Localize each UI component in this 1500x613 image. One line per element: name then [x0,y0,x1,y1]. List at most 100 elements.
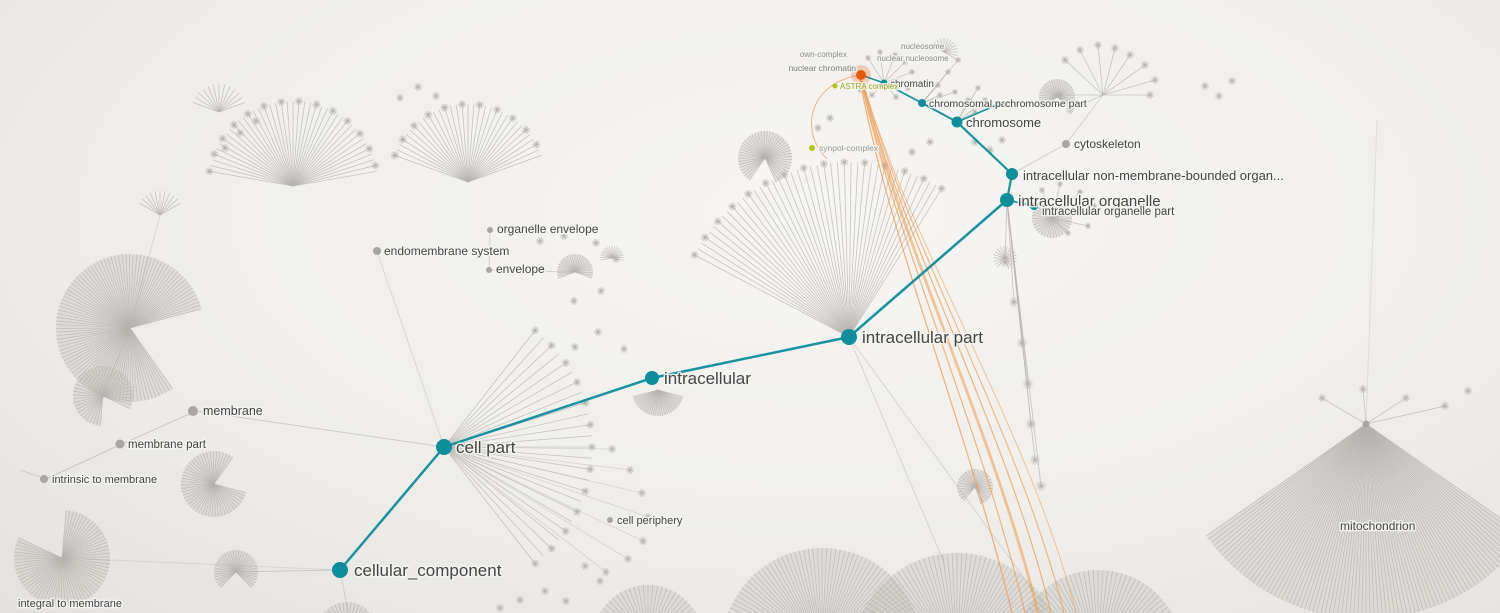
leaf-star [893,94,899,100]
node-label-chromosomal-part: chromosomal part [929,98,1013,110]
leaf-star [236,129,244,137]
highlight-path-curve [859,79,1013,613]
graph-edge [488,269,576,273]
leaf-star [919,174,928,183]
leaf-star [602,568,610,576]
graph-node-intracellular-organelle[interactable] [1000,193,1014,207]
leaf-star [908,148,916,156]
leaf-star [713,217,722,226]
graph-node-organelle-envelope[interactable] [487,227,493,233]
leaf-star [365,144,374,153]
fan-cluster [73,365,134,426]
graph-edge [45,443,123,480]
leaf-star [955,57,961,63]
leaf-star [869,92,875,98]
graph-node-nuclear-chromatin[interactable] [856,70,866,80]
graph-node-membrane-part[interactable] [115,439,125,449]
graph-node-envelope[interactable] [486,267,492,273]
graph-node-endomembrane-system[interactable] [373,247,381,255]
graph-edge [1011,143,1067,175]
fan-cluster [728,548,916,613]
leaf-star [1009,297,1019,307]
leaf-star [432,92,440,100]
selected-path-edge [339,446,445,571]
graph-node-cell-periphery[interactable] [607,517,613,523]
graph-node-synpol-complex[interactable] [809,145,815,151]
leaf-star [982,97,988,103]
leaf-star [626,466,634,474]
leaf-star [440,103,449,112]
fan-cluster [443,326,596,568]
selected-path-edge [651,335,850,380]
graph-node-membrane[interactable] [188,406,198,416]
graph-node-chromosomal-part[interactable] [918,99,926,107]
leaf-star [531,559,540,568]
graph-edge [376,250,445,448]
leaf-star [639,537,647,545]
leaf-star [210,150,219,159]
node-label-intrinsic-to-membrane: intrinsic to membrane [52,474,157,486]
leaf-star [1111,44,1119,52]
leaf-star [1061,56,1069,64]
leaf-star [1359,385,1367,393]
graph-node-astra-complex[interactable] [832,83,838,89]
leaf-star [597,287,605,295]
graph-edge [488,229,491,271]
graph-node-intrinsic-to-membrane[interactable] [40,475,48,483]
leaf-star [547,341,556,350]
graph-edge [121,410,197,445]
fan-cluster [214,550,259,588]
leaf-star [814,124,822,132]
leaf-star [586,420,595,429]
leaf-star [1030,455,1040,465]
fan-cluster [862,553,1052,613]
node-label-membrane-part: membrane part [128,439,207,451]
leaf-star [516,596,524,604]
leaf-star [414,83,422,91]
leaf-star [1141,61,1149,69]
graph-node-intracellular-organelle-part[interactable] [1030,202,1038,210]
leaf-star [998,136,1006,144]
graph-node-cell-part[interactable] [436,439,452,455]
graph-node-chromosome[interactable] [951,116,963,128]
node-label-astra-complex: ASTRA complex [840,82,898,91]
graph-edge [848,336,946,566]
node-label-integral-to-membrane: integral to membrane [18,598,122,610]
web-cluster [1000,199,1046,491]
leaf-star [1023,379,1033,389]
selected-path-edge [443,376,653,449]
graph-node-intracellular-part[interactable] [841,329,857,345]
graph-node-non-membrane-bounded-organelle[interactable] [1006,168,1018,180]
leaf-star [892,52,898,58]
leaf-star [1076,46,1084,54]
leaf-star [343,116,352,125]
node-label-organelle-envelope: organelle envelope [497,222,599,236]
leaf-star [561,358,570,367]
leaf-star [1065,230,1071,236]
graph-node-mitochondrion-hub[interactable] [1362,420,1370,428]
leaf-star [1000,257,1010,267]
leaf-star [1057,181,1063,187]
leaf-star [424,110,433,119]
leaf-star [1126,51,1134,59]
fan-cluster [956,468,993,505]
leaf-star [1077,189,1083,195]
leaf-star [840,158,849,167]
graph-node-cytoskeleton[interactable] [1062,140,1070,148]
graph-node-chromosome-part[interactable] [996,101,1002,107]
node-label-envelope: envelope [496,262,545,276]
leaf-star [612,255,620,263]
fan-cluster [139,191,181,216]
leaf-star [570,297,578,305]
fan-cluster [737,131,792,183]
graph-node-chromatin[interactable] [880,79,888,87]
node-label-chromosome-part: chromosome part [1005,98,1087,110]
node-label-intracellular-organelle-part: intracellular organelle part [1042,206,1175,218]
leaf-star [355,129,364,138]
leaf-star [218,134,227,143]
leaf-star [877,49,883,55]
graph-node-cellular-component[interactable] [332,562,348,578]
leaf-star [398,135,407,144]
graph-node-intracellular[interactable] [645,371,659,385]
